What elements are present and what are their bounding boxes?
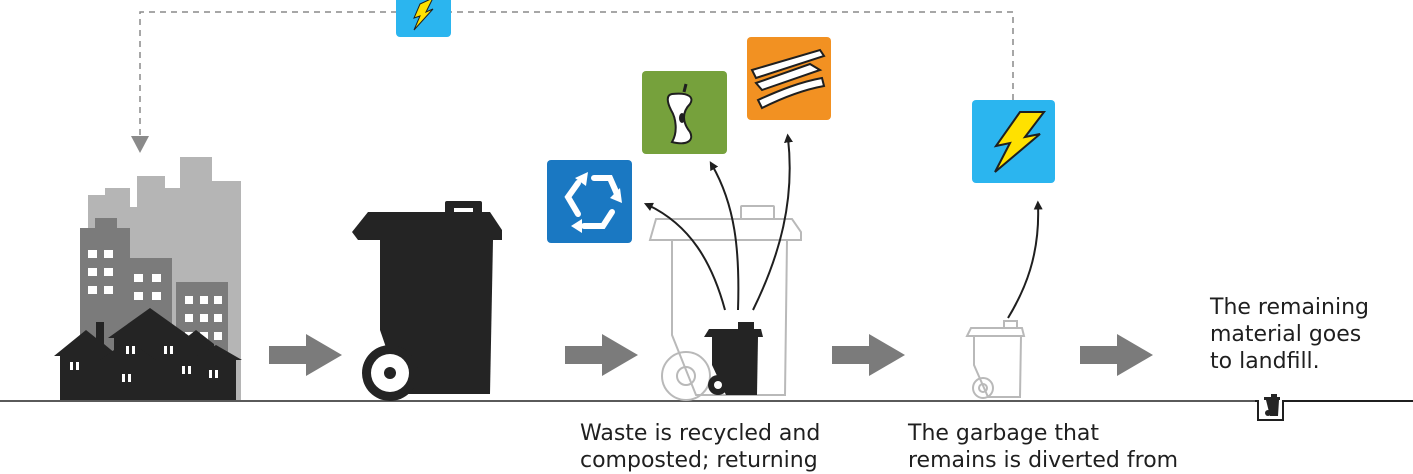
flow-arrow-4	[1080, 334, 1153, 376]
energy-step-caption: The garbage that remains is diverted fro…	[908, 420, 1178, 474]
caption-line: to landfill.	[1210, 349, 1320, 374]
landfill-bin-icon	[1264, 394, 1280, 416]
flow-arrow-3	[832, 334, 905, 376]
wood-planks-icon	[747, 37, 831, 120]
ground-line	[0, 400, 1413, 421]
caption-line: composted; returning	[580, 448, 818, 473]
apple-core-icon	[642, 71, 727, 154]
recycle-icon	[547, 160, 632, 243]
lightning-bolt-icon	[396, 0, 451, 37]
garbage-bin-icon	[352, 201, 502, 401]
recovery-arrows	[643, 133, 1043, 319]
flow-arrow-2	[565, 334, 638, 376]
caption-line: The garbage that	[908, 421, 1100, 446]
caption-line: The remaining	[1210, 295, 1369, 320]
flow-arrow-1	[269, 334, 342, 376]
small-garbage-bin-icon	[704, 322, 763, 395]
energy-return-dashed-line	[131, 11, 1014, 153]
caption-line: remains is diverted from	[908, 448, 1179, 473]
city-icon	[54, 157, 242, 400]
caption-line: Waste is recycled and	[580, 421, 821, 446]
caption-line: material goes	[1210, 322, 1362, 347]
small-bin-outline-icon	[965, 320, 1026, 399]
lightning-bolt-icon	[972, 100, 1055, 183]
landfill-step-caption: The remaining material goes to landfill.	[1210, 294, 1369, 375]
recycle-step-caption: Waste is recycled and composted; returni…	[580, 420, 820, 474]
